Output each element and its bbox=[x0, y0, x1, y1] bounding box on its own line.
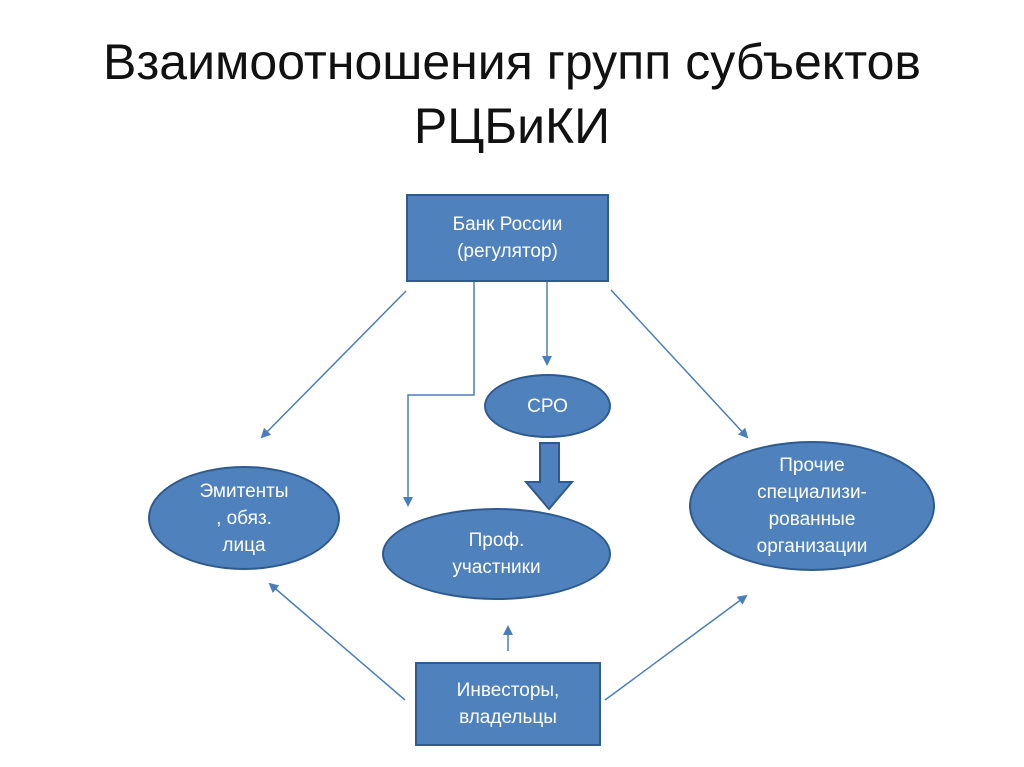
node-bank-label: Банк России (регулятор) bbox=[452, 214, 563, 262]
node-other-label: Прочие специализи- рованные организации bbox=[756, 455, 868, 557]
node-bank-of-russia: Банк России (регулятор) bbox=[406, 194, 609, 282]
node-sro: СРО bbox=[484, 374, 611, 438]
arrow-bank-to-emitters bbox=[260, 290, 407, 439]
node-emitters: Эмитенты , обяз. лица bbox=[148, 466, 340, 570]
block-arrow-sro-to-prof bbox=[523, 442, 575, 511]
node-investors: Инвесторы, владельцы bbox=[415, 662, 601, 746]
node-prof-label: Проф. участники bbox=[452, 530, 541, 578]
node-investors-label: Инвесторы, владельцы bbox=[456, 680, 560, 728]
node-sro-label: СРО bbox=[527, 395, 568, 417]
node-other-organizations: Прочие специализи- рованные организации bbox=[689, 441, 935, 571]
title-line-1: Взаимоотношения групп субъектов bbox=[103, 34, 921, 90]
arrow-investors-to-emitters bbox=[268, 582, 406, 701]
title-line-2: РЦБиКИ bbox=[413, 98, 611, 154]
arrow-bank-to-prof bbox=[403, 282, 475, 507]
node-emitters-label: Эмитенты , обяз. лица bbox=[199, 480, 289, 556]
page-title: Взаимоотношения групп субъектов РЦБиКИ bbox=[0, 30, 1024, 158]
node-prof-participants: Проф. участники bbox=[382, 508, 611, 600]
arrow-bank-to-other bbox=[610, 289, 749, 439]
arrow-investors-to-other bbox=[604, 594, 748, 701]
